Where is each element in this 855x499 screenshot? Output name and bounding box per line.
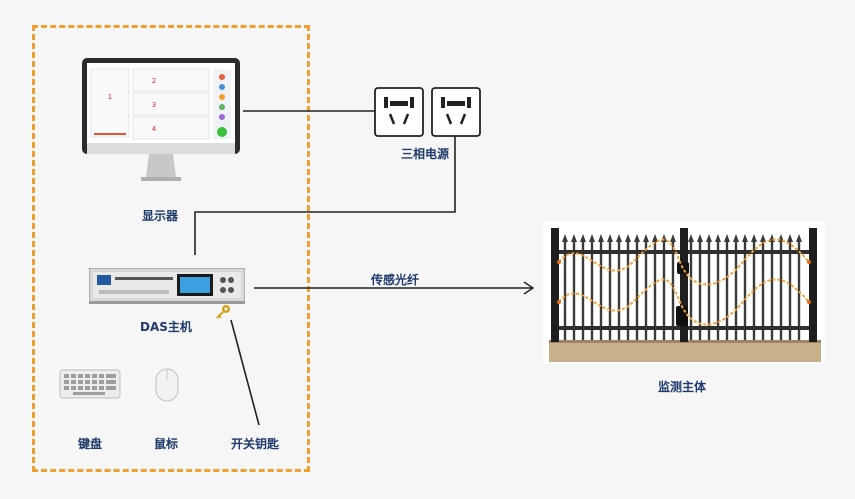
fiber-label: 传感光纤 bbox=[371, 273, 420, 287]
keyboard-label: 键盘 bbox=[78, 437, 103, 451]
system-boundary bbox=[32, 25, 310, 472]
key-line bbox=[230, 319, 260, 426]
monitored-object-label: 监测主体 bbox=[658, 380, 707, 394]
power-socket-icon bbox=[431, 87, 481, 137]
mouse-icon bbox=[155, 368, 179, 402]
screen-panel-2: 2 bbox=[152, 77, 156, 85]
screen-panel-3: 3 bbox=[152, 101, 156, 109]
keyboard-icon bbox=[59, 369, 121, 399]
power-socket-icon bbox=[374, 87, 424, 137]
switch-key-label: 开关钥匙 bbox=[231, 437, 280, 451]
das-host-icon bbox=[89, 268, 245, 304]
monitor-label: 显示器 bbox=[142, 209, 179, 223]
monitor-icon: 1 2 3 4 bbox=[82, 58, 240, 181]
das-power-line bbox=[194, 135, 456, 255]
fiber-arrowhead bbox=[523, 281, 535, 295]
fence-icon bbox=[543, 222, 825, 364]
screen-panel-1: 1 bbox=[108, 93, 112, 101]
mouse-label: 鼠标 bbox=[154, 437, 179, 451]
power-label: 三相电源 bbox=[401, 147, 450, 161]
das-host-label: DAS主机 bbox=[140, 320, 192, 334]
screen-panel-4: 4 bbox=[152, 125, 157, 133]
key-icon bbox=[216, 305, 230, 319]
